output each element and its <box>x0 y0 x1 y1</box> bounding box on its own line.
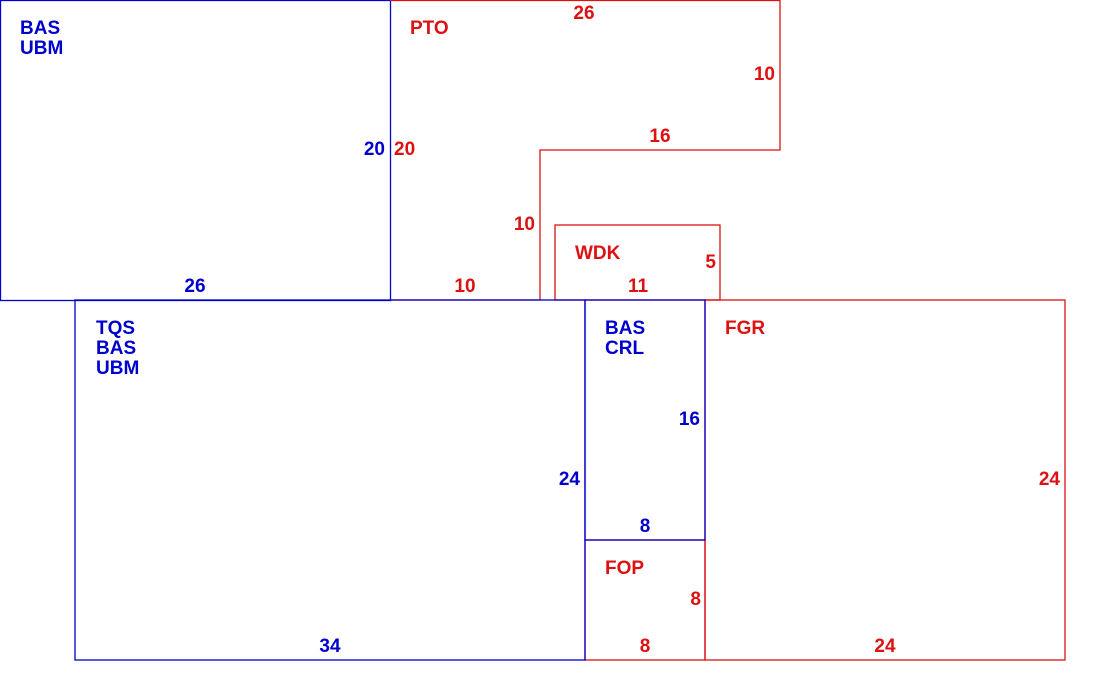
bas-crl-name-line1: BAS <box>605 318 645 339</box>
tqs-height-label: 24 <box>559 469 581 490</box>
pto-step-label: 16 <box>649 126 670 147</box>
bas-crl-name-line2: CRL <box>605 338 644 359</box>
bas-ubm-height-label: 20 <box>364 139 385 160</box>
wdk-height-label: 5 <box>705 252 716 273</box>
fgr-name: FGR <box>725 318 765 339</box>
pto-left-label: 20 <box>394 139 415 160</box>
fop-name: FOP <box>605 558 644 579</box>
tqs-name-line1: TQS <box>96 318 135 339</box>
wdk-name: WDK <box>575 243 621 264</box>
bas-crl-width-label: 8 <box>640 516 651 537</box>
pto-name: PTO <box>410 18 449 39</box>
fop-height-label: 8 <box>690 589 701 610</box>
bas-ubm-width-label: 26 <box>184 276 205 297</box>
wdk-width-label: 11 <box>628 276 649 297</box>
tqs-outline <box>74 299 586 661</box>
tqs-name-line3: UBM <box>96 358 139 379</box>
fgr-height-label: 24 <box>1039 469 1061 490</box>
fgr-outline <box>704 299 1066 661</box>
fop-width-label: 8 <box>640 636 651 657</box>
tqs-name-line2: BAS <box>96 338 136 359</box>
tqs-width-label: 34 <box>319 636 341 657</box>
bas-ubm-name-line1: BAS <box>20 18 60 39</box>
pto-bottom-label: 10 <box>454 276 475 297</box>
pto-inner-label: 10 <box>514 214 535 235</box>
fgr-width-label: 24 <box>874 636 896 657</box>
pto-top-label: 26 <box>573 3 594 24</box>
pto-right-label: 10 <box>754 64 775 85</box>
bas-ubm-name-line2: UBM <box>20 38 63 59</box>
bas-crl-height-label: 16 <box>679 409 700 430</box>
